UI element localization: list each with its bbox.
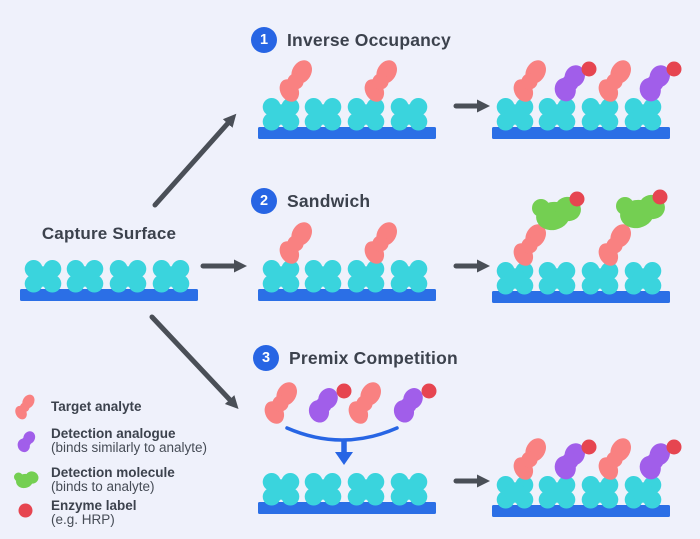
capture-surface-graphic [20, 260, 198, 301]
row2-analyte-bound-surface [258, 219, 436, 301]
row3-title: Premix Competition [289, 347, 458, 368]
arrow-to-inverse-occupancy [152, 113, 237, 208]
detection-molecule-icon [12, 469, 40, 491]
legend-sublabel: (binds to analyte) [51, 479, 155, 494]
arrow-to-premix [149, 314, 239, 410]
target-analyte-icon [13, 394, 37, 420]
premix-down-arrow [335, 440, 353, 465]
row2-number-badge: 2 [251, 188, 277, 214]
legend-sublabel: (binds similarly to analyte) [51, 440, 208, 455]
row2-result-surface [492, 190, 670, 304]
row3-fresh-surface [258, 473, 436, 514]
row3-header: 3 Premix Competition [253, 345, 458, 371]
row1-header: 1 Inverse Occupancy [251, 27, 451, 53]
row1-number-badge: 1 [251, 27, 277, 53]
row2-header: 2 Sandwich [251, 188, 370, 214]
row2-title: Sandwich [287, 190, 371, 211]
legend-label: Enzyme label [51, 498, 137, 513]
detection-analogue-icon [16, 430, 37, 453]
premix-mixture [261, 379, 437, 428]
legend-label: Detection molecule [51, 465, 175, 480]
legend-label: Target analyte [51, 399, 142, 414]
capture-surface-label: Capture Surface [41, 224, 177, 243]
row3-number-badge: 3 [253, 345, 279, 371]
row1-analyte-bound-surface [258, 57, 436, 139]
row1-result-surface [492, 57, 682, 139]
enzyme-label-icon [18, 503, 33, 518]
legend-sublabel: (e.g. HRP) [51, 512, 115, 527]
row3-result-surface [492, 435, 682, 517]
legend-label: Detection analogue [51, 426, 176, 441]
row1-title: Inverse Occupancy [287, 29, 451, 50]
premix-bracket-arc [285, 426, 399, 442]
